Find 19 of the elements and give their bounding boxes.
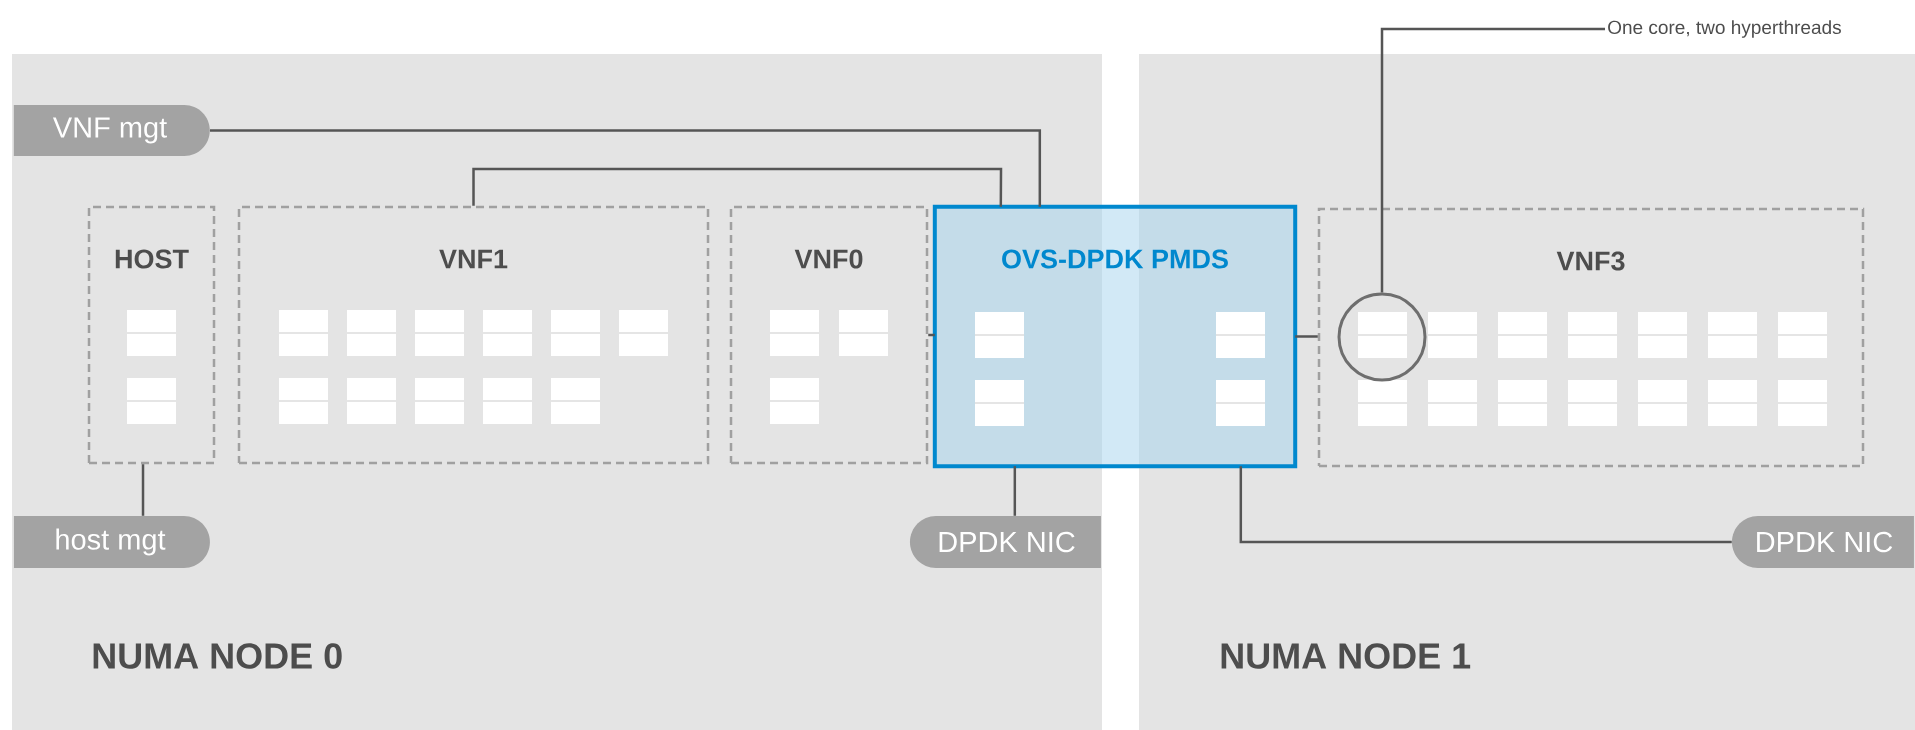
callout-text: One core, two hyperthreads [1608, 20, 1841, 38]
vm-box: VNF3 [1317, 207, 1865, 468]
port-label: host mgt [13, 516, 210, 568]
vm-box: HOST [87, 205, 216, 465]
connector-line [1239, 466, 1732, 544]
port-label: VNF mgt [13, 105, 210, 156]
highlight-circle [1337, 292, 1427, 382]
port-label: DPDK NIC [1731, 516, 1914, 568]
connector-line [1013, 466, 1017, 516]
connector-line [210, 129, 1042, 207]
connector-line [928, 333, 935, 337]
vm-box: VNF1 [237, 205, 710, 465]
connector-line [472, 167, 1003, 207]
leader-line [1380, 27, 1605, 293]
connector-line [141, 464, 145, 516]
connector-line [1295, 335, 1318, 338]
pmd-box: OVS-DPDK PMDS [932, 204, 1298, 469]
port-label: DPDK NIC [909, 516, 1101, 568]
vm-box: VNF0 [729, 205, 929, 465]
